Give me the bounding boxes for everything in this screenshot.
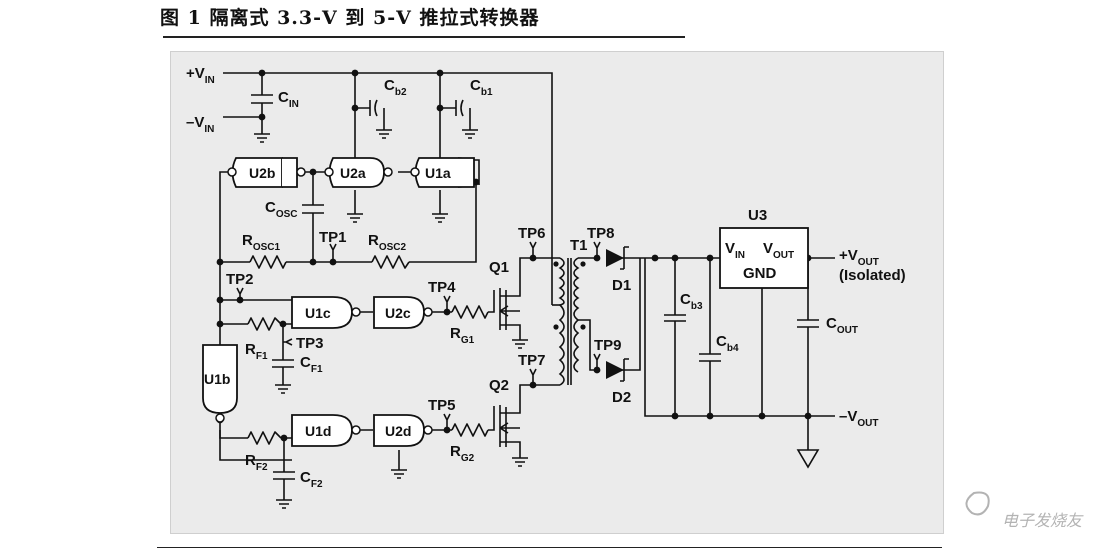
- label-tp2: TP2: [226, 271, 254, 288]
- label-cb1: Cb1: [470, 77, 493, 98]
- capacitor-cout: [797, 319, 819, 328]
- label-vin-pos: +VIN: [186, 65, 215, 86]
- label-u3-vout: VOUT: [763, 240, 794, 261]
- capacitor-cf1: [272, 359, 294, 368]
- gate-label-u2d: U2d: [385, 423, 411, 439]
- label-u3-gnd: GND: [743, 265, 777, 282]
- label-cout: COUT: [826, 315, 858, 336]
- label-cb3: Cb3: [680, 291, 703, 312]
- gate-u2c: [373, 296, 433, 329]
- label-cb4: Cb4: [716, 333, 739, 354]
- caption-rule: [163, 36, 685, 38]
- label-q1: Q1: [489, 259, 509, 276]
- gate-u2d: [373, 414, 433, 447]
- label-t1: T1: [570, 237, 588, 254]
- label-q2: Q2: [489, 377, 509, 394]
- label-tp4: TP4: [428, 279, 456, 296]
- gate-label-u1b: U1b: [204, 371, 230, 387]
- ground-symbols: [254, 129, 820, 509]
- gate-u2a: [324, 157, 393, 188]
- label-cosc: COSC: [265, 199, 298, 220]
- capacitor-cb2: [369, 99, 378, 117]
- label-cin: CIN: [278, 89, 299, 110]
- label-rg2: RG2: [450, 443, 475, 464]
- capacitor-cosc: [302, 204, 324, 214]
- label-rf1: RF1: [245, 341, 268, 362]
- regulator-u3: [719, 227, 809, 289]
- label-tp8: TP8: [587, 225, 615, 242]
- bottom-rule: [157, 547, 942, 548]
- label-u3: U3: [748, 207, 767, 224]
- watermark: 电子发烧友: [965, 491, 1084, 530]
- label-cb2: Cb2: [384, 77, 407, 98]
- capacitor-cb4: [699, 353, 721, 362]
- gate-label-u2c: U2c: [385, 305, 411, 321]
- label-isolated: (Isolated): [839, 267, 906, 284]
- label-rg1: RG1: [450, 325, 475, 346]
- figure-caption: 图 1 隔离式 3.3-V 到 5-V 推拉式转换器: [160, 7, 540, 29]
- gate-u1b: [202, 344, 238, 423]
- label-tp9: TP9: [594, 337, 622, 354]
- label-tp5: TP5: [428, 397, 456, 414]
- gate-u1d: [291, 414, 361, 447]
- label-cf2: CF2: [300, 469, 323, 490]
- mosfet-q1: [493, 288, 520, 330]
- label-d1: D1: [612, 277, 631, 294]
- diode-d2: [606, 358, 629, 382]
- label-vout-neg: –VOUT: [839, 408, 878, 429]
- diode-d1: [606, 246, 629, 270]
- gate-label-u1a: U1a: [425, 165, 451, 181]
- label-tp6: TP6: [518, 225, 546, 242]
- component-labels: +VIN –VIN CIN Cb2 Cb1 COSC ROSC1 ROSC2 T…: [186, 65, 906, 490]
- watermark-text: 电子发烧友: [1002, 511, 1084, 530]
- schematic-frame: [170, 51, 944, 534]
- label-rosc1: ROSC1: [242, 232, 281, 253]
- label-rosc2: ROSC2: [368, 232, 407, 253]
- mosfet-q2: [493, 405, 520, 447]
- label-rf2: RF2: [245, 452, 268, 473]
- resistor-rf1: [247, 317, 282, 331]
- label-cf1: CF1: [300, 354, 323, 375]
- capacitor-cb3: [664, 314, 686, 322]
- gate-label-u1d: U1d: [305, 423, 331, 439]
- transformer-t1: [553, 257, 586, 386]
- label-d2: D2: [612, 389, 631, 406]
- label-u3-vin: VIN: [725, 240, 745, 261]
- label-vin-neg: –VIN: [186, 114, 214, 135]
- capacitor-cb1: [455, 99, 464, 117]
- test-point-markers: [236, 241, 601, 430]
- capacitor-cin: [251, 94, 273, 104]
- capacitor-cf2: [273, 471, 295, 480]
- label-vout-pos: +VOUT: [839, 247, 879, 268]
- gate-label-u1c: U1c: [305, 305, 331, 321]
- resistor-rf2: [247, 431, 282, 445]
- gate-u1c: [291, 296, 361, 329]
- gate-labels: U2b U2a U1a U1c U2c U1b U1d U2d: [204, 165, 451, 439]
- gate-label-u2b: U2b: [249, 165, 275, 181]
- resistor-rg2: [451, 423, 489, 437]
- resistor-rosc1: [249, 255, 287, 269]
- label-tp3: TP3: [296, 335, 324, 352]
- gate-u2b: [227, 157, 306, 188]
- label-tp1: TP1: [319, 229, 347, 246]
- label-tp7: TP7: [518, 352, 546, 369]
- gate-label-u2a: U2a: [340, 165, 366, 181]
- gate-u1a: [410, 157, 475, 188]
- resistor-rosc2: [371, 255, 410, 269]
- resistor-rg1: [451, 305, 489, 319]
